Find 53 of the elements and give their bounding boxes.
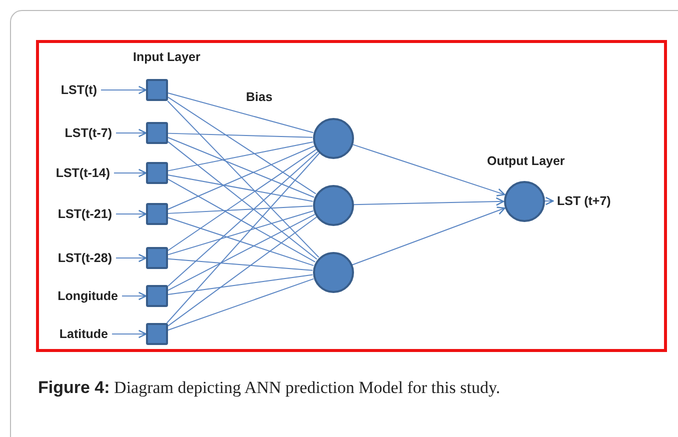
input-neuron-square: [146, 79, 168, 101]
connection-line: [168, 258, 314, 271]
input-neuron-square: [146, 203, 168, 225]
connection-line: [168, 210, 314, 256]
input-neuron-square: [146, 323, 168, 345]
arrow: [122, 292, 147, 300]
node-label: Longitude: [58, 288, 118, 304]
layer-label: Input Layer: [133, 50, 200, 64]
arrow: [116, 128, 147, 138]
node-label: LST(t): [60, 82, 97, 98]
connection-line: [168, 178, 316, 262]
connection-line: [168, 137, 315, 198]
connection-line: [168, 278, 314, 331]
connection-line: [168, 214, 316, 291]
connection-line: [168, 174, 314, 202]
connection-line: [167, 100, 320, 258]
layer-label: Output Layer: [487, 154, 565, 168]
node-label: LST(t-7): [64, 125, 112, 141]
hidden-neuron-circle: [312, 118, 354, 158]
connection-line: [168, 132, 313, 138]
connection-line: [168, 216, 317, 326]
input-neuron-square: [146, 247, 168, 269]
node-label: LST(t-14): [56, 165, 110, 181]
connection-line: [168, 96, 316, 194]
connection-line: [168, 151, 318, 287]
arrow: [544, 196, 554, 206]
connection-line: [168, 92, 314, 134]
node-label: LST (t+7): [557, 193, 611, 209]
figure-caption: Figure 4: Diagram depicting ANN prediction Model for this study.: [38, 378, 500, 398]
connection-line: [168, 142, 314, 172]
hidden-neuron-circle: [312, 184, 354, 226]
connection-line: [168, 206, 314, 214]
node-label: LST(t-21): [58, 206, 112, 222]
node-label: LST(t-28): [58, 250, 112, 266]
node-label: Latitude: [59, 326, 108, 342]
connection-line: [168, 217, 314, 266]
input-neuron-square: [146, 162, 168, 184]
input-neuron-square: [146, 285, 168, 307]
arrow: [352, 144, 506, 196]
arrow: [114, 168, 147, 178]
output-neuron-circle: [504, 180, 544, 222]
hidden-neuron-circle: [312, 252, 354, 292]
arrow: [116, 210, 147, 218]
connection-line: [168, 274, 314, 295]
connection-line: [166, 152, 320, 324]
arrow: [116, 254, 147, 262]
arrow: [352, 206, 506, 266]
arrow: [353, 197, 504, 206]
layer-label: Bias: [246, 90, 272, 104]
arrow: [100, 86, 147, 94]
connection-line: [168, 146, 315, 210]
input-neuron-square: [146, 122, 168, 144]
arrow: [112, 330, 147, 338]
